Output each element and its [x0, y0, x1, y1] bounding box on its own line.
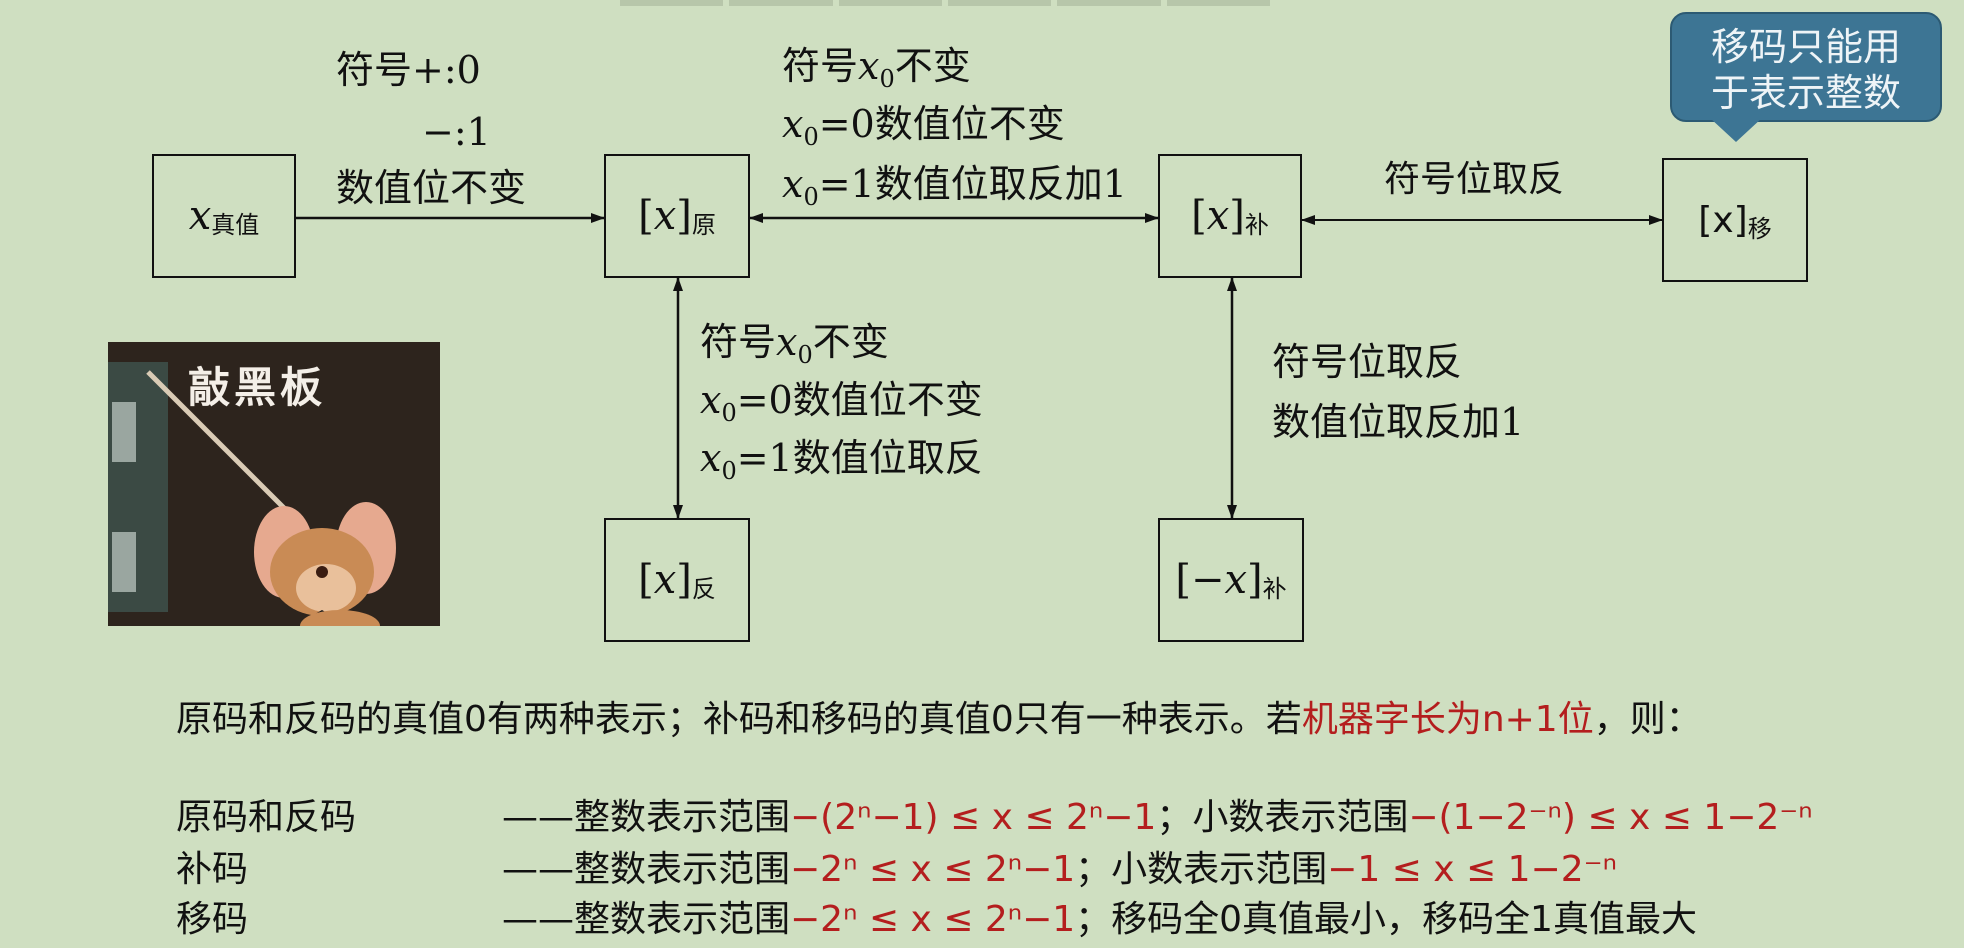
top-tab-strip [620, 0, 1270, 6]
comp-neg-line1: 符号位取反 [1272, 340, 1463, 384]
callout-bubble: 移码只能用 于表示整数 [1670, 12, 1942, 122]
box-var: [x] [638, 193, 692, 239]
neg-complement-box: [−x]补 [1158, 518, 1304, 642]
orig-ones-line1: 符号x0不变 [700, 320, 889, 369]
meme-image: 敲黑板 [108, 342, 440, 626]
orig-comp-line2: x0=0数值位不变 [782, 102, 1065, 151]
truth-orig-line2: −:1 [422, 110, 491, 154]
truth-orig-line1: 符号+:0 [336, 48, 481, 92]
orig-ones-line2: x0=0数值位不变 [700, 378, 983, 427]
callout-line2: 于表示整数 [1710, 71, 1901, 115]
orig-ones-line3: x0=1数值位取反 [700, 436, 983, 485]
box-var: [x] [638, 557, 692, 603]
callout-tail [1710, 118, 1762, 142]
ones-complement-box: [x]反 [604, 518, 750, 642]
range-row-excess: 移码——整数表示范围−2ⁿ ≤ x ≤ 2ⁿ−1；移码全0真值最小，移码全1真值… [176, 899, 1697, 940]
range-row-orig-ones: 原码和反码——整数表示范围−(2ⁿ−1) ≤ x ≤ 2ⁿ−1；小数表示范围−(… [176, 797, 1813, 838]
box-var: [−x] [1175, 557, 1263, 603]
box-var: [x] [1191, 193, 1245, 239]
twos-complement-box: [x]补 [1158, 154, 1302, 278]
comp-excess-label: 符号位取反 [1384, 159, 1565, 200]
summary-line: 原码和反码的真值0有两种表示；补码和移码的真值0只有一种表示。若机器字长为n+1… [176, 699, 1702, 740]
orig-comp-line1: 符号x0不变 [782, 44, 971, 93]
sign-magnitude-box: [x]原 [604, 154, 750, 278]
truth-orig-line3: 数值位不变 [336, 166, 527, 210]
meme-title: 敲黑板 [188, 363, 327, 412]
callout-line1: 移码只能用 [1710, 25, 1901, 69]
orig-comp-line3: x0=1数值位取反加1 [782, 162, 1127, 211]
excess-box: [x]移 [1662, 158, 1808, 282]
comp-neg-line2: 数值位取反加1 [1272, 400, 1525, 444]
range-row-complement: 补码——整数表示范围−2ⁿ ≤ x ≤ 2ⁿ−1；小数表示范围−1 ≤ x ≤ … [176, 849, 1617, 890]
meme-drawing [108, 342, 440, 626]
